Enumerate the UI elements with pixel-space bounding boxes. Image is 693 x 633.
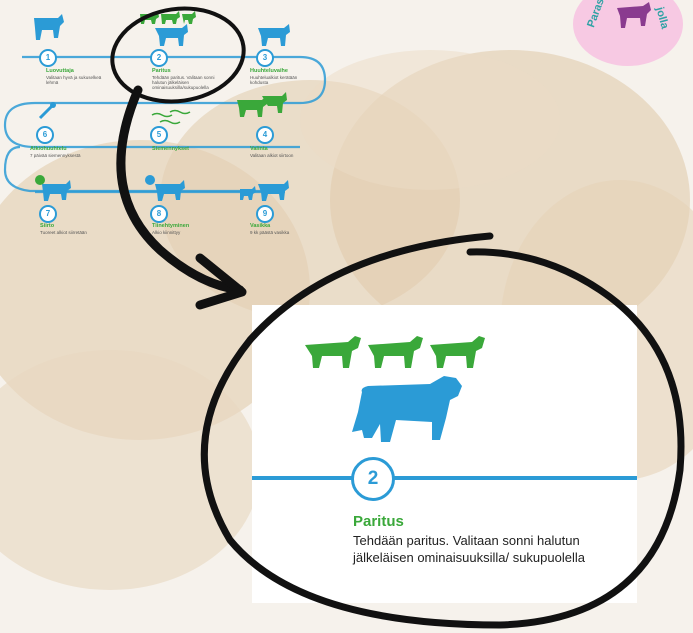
step-title: Huuhteluvaihe: [250, 68, 288, 74]
step-desc: Huuhtelualkiot kerätään kohdusta: [250, 75, 298, 85]
logo-badge: Paras jolla: [573, 0, 683, 66]
step-number: 7: [39, 205, 57, 223]
step-title: Tiinehtyminen: [152, 223, 190, 229]
step-desc: Valitaan alkiot siirtoon: [250, 153, 294, 158]
step-number: 4: [256, 126, 274, 144]
cow-icon: [368, 336, 423, 368]
zoom-step-number: 2: [351, 457, 395, 501]
cow-icon: [34, 14, 64, 40]
step-number: 1: [39, 49, 57, 67]
cow-icon: [155, 24, 188, 46]
purple-cow-icon: [617, 2, 651, 28]
step-desc: Alkio kiinnittyy: [152, 230, 181, 235]
calf-icon: [240, 180, 289, 201]
step-number: 5: [150, 126, 168, 144]
cow-icon: [237, 92, 287, 117]
step-title: Vasikka: [250, 223, 271, 229]
step-number: 6: [36, 126, 54, 144]
cow-icon: [42, 180, 71, 201]
cow-icon: [352, 376, 462, 442]
drop-icon: [35, 175, 45, 185]
zoom-step-title: Paritus: [353, 513, 404, 530]
step-title: Paritus: [152, 68, 171, 74]
step-desc: 7 päivää siemennyksestä: [30, 153, 81, 158]
step-title: Valinta: [250, 146, 268, 152]
cow-icon: [305, 336, 361, 368]
cow-icon: [258, 24, 290, 46]
cow-icon: [155, 180, 185, 201]
step-title: Alkiohuuhtelu: [30, 146, 67, 152]
step-title: Luovuttaja: [46, 68, 74, 74]
step-desc: Tehdään paritus. Valitaan sonni halutun …: [152, 75, 215, 90]
drop-icon: [145, 175, 155, 185]
zoom-step-description: Tehdään paritus. Valitaan sonni halutun …: [353, 533, 585, 565]
step-desc: Valitaan hyvä ja sukuselkeä lehmä: [46, 75, 102, 85]
step-desc: Tuoreet alkiot siirretään: [40, 230, 87, 235]
step-desc: 9 kk päästä vasikka: [250, 230, 290, 235]
step-number: 3: [256, 49, 274, 67]
step-title: Siirto: [40, 223, 55, 229]
step-number: 8: [150, 205, 168, 223]
pipette-icon: [38, 102, 56, 120]
sperm-icon: [151, 109, 191, 125]
step-number: 9: [256, 205, 274, 223]
step-title: Siemennykset: [152, 146, 189, 152]
cow-icon: [430, 336, 485, 368]
step-number: 2: [150, 49, 168, 67]
